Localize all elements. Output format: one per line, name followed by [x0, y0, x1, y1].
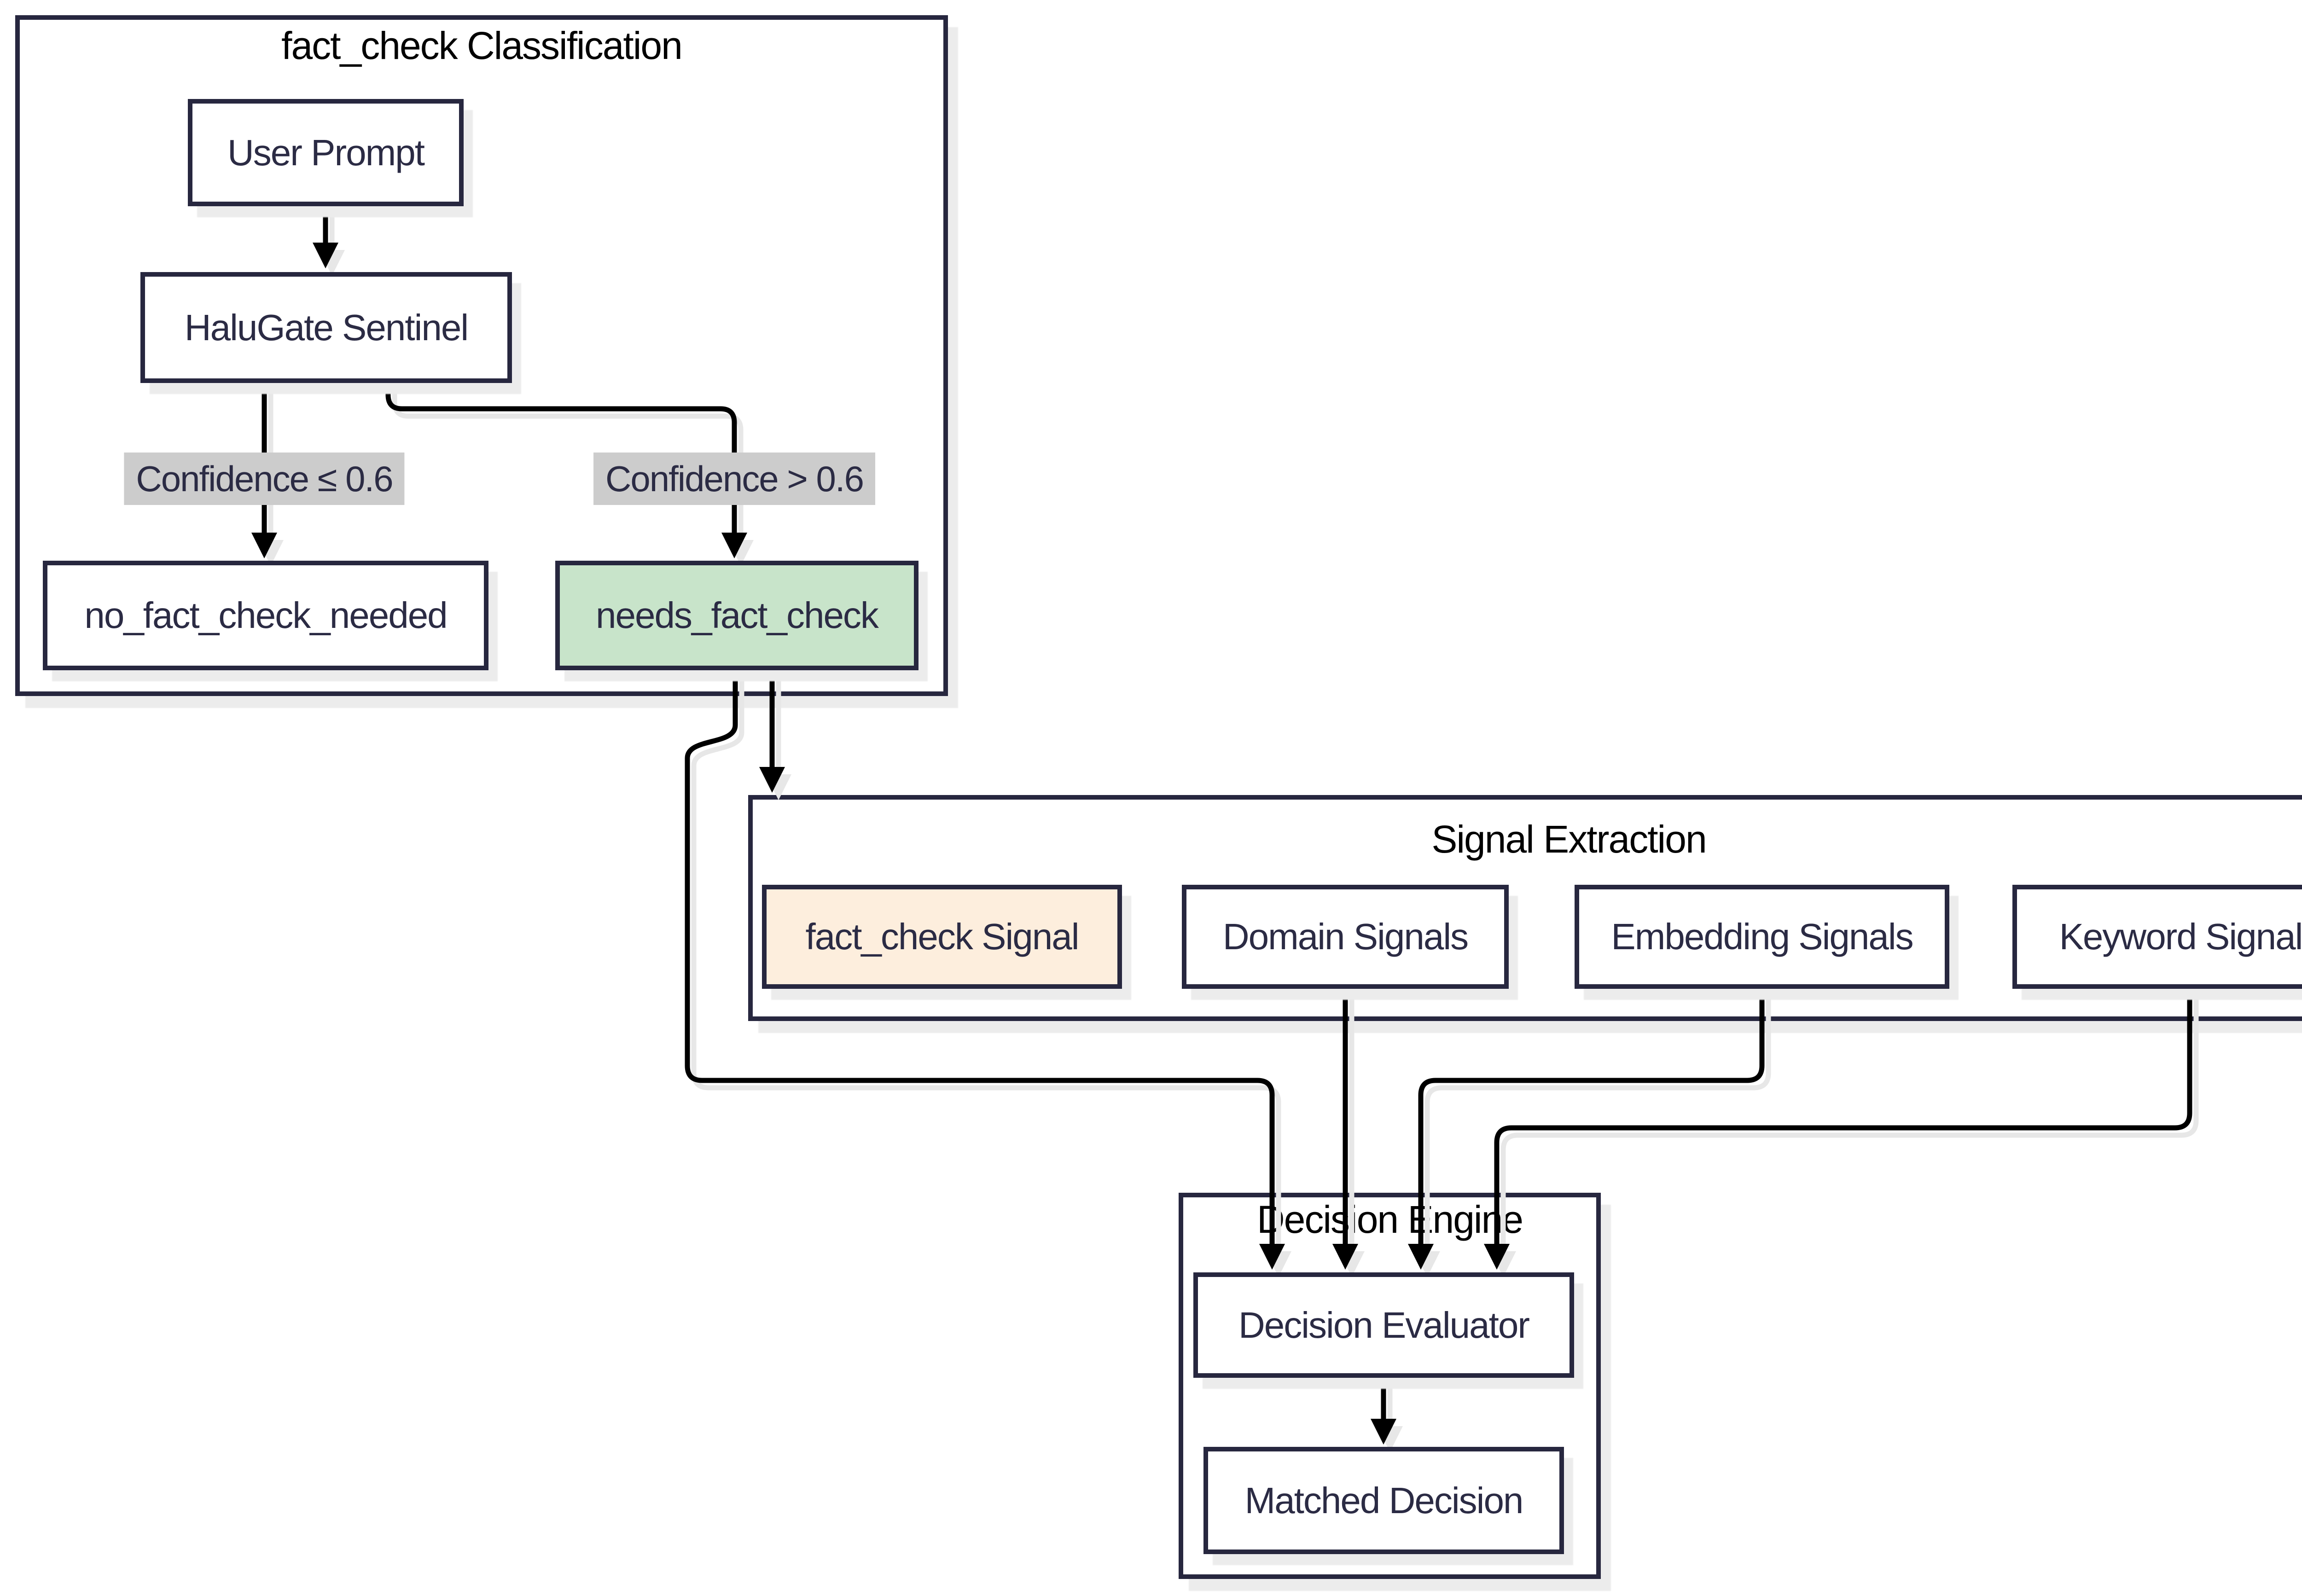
edge-halugate-to-needs-fact-check: [385, 383, 747, 558]
node-embedding-signals: Embedding Signals: [1575, 885, 1949, 989]
edge-embedding-signals-to-decision-evaluator: [1408, 989, 1765, 1270]
node-decision-evaluator-label: Decision Evaluator: [1238, 1304, 1530, 1346]
node-fact-check-signal-label: fact_check Signal: [805, 916, 1079, 957]
node-user-prompt: User Prompt: [188, 99, 464, 206]
node-user-prompt-label: User Prompt: [227, 132, 425, 173]
edge-keyword-signals-to-decision-evaluator: [1484, 989, 2192, 1270]
node-keyword-signals-label: Keyword Signals: [2059, 916, 2302, 957]
node-keyword-signals: Keyword Signals: [2012, 885, 2302, 989]
node-matched-decision-label: Matched Decision: [1244, 1480, 1524, 1521]
cluster-title-fact-check-classification: fact_check Classification: [281, 24, 683, 67]
cluster-title-decision-engine: Decision Engine: [1256, 1198, 1523, 1241]
edge-label-confidence-le-0.6: Confidence ≤ 0.6: [124, 453, 405, 505]
node-domain-signals-label: Domain Signals: [1222, 916, 1469, 957]
node-no-fact-check-needed-label: no_fact_check_needed: [84, 595, 448, 636]
node-no-fact-check-needed: no_fact_check_needed: [43, 561, 488, 670]
cluster-title-signal-extraction: Signal Extraction: [1431, 818, 1707, 861]
node-decision-evaluator: Decision Evaluator: [1193, 1272, 1574, 1378]
node-domain-signals: Domain Signals: [1182, 885, 1509, 989]
node-needs-fact-check: needs_fact_check: [555, 561, 918, 670]
node-embedding-signals-label: Embedding Signals: [1611, 916, 1913, 957]
node-halugate-sentinel: HaluGate Sentinel: [140, 272, 512, 383]
node-halugate-sentinel-label: HaluGate Sentinel: [184, 307, 469, 348]
node-fact-check-signal: fact_check Signal: [762, 885, 1122, 989]
edge-needs-fact-check-to-decision-evaluator: [685, 670, 1285, 1270]
edge-label-confidence-gt-0.6: Confidence > 0.6: [593, 453, 875, 505]
node-matched-decision: Matched Decision: [1203, 1447, 1564, 1554]
node-needs-fact-check-label: needs_fact_check: [596, 595, 879, 636]
